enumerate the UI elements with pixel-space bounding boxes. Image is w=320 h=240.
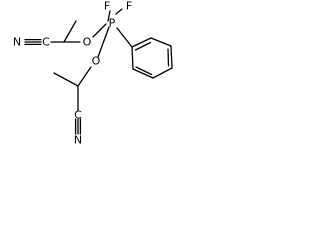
atom-f-right: F (126, 0, 132, 13)
atom-o-bottom: O (92, 55, 101, 68)
ring-double-2 (167, 48, 170, 67)
ring-bond-4 (152, 67, 173, 79)
bond-p-f-right (115, 8, 123, 15)
atom-labels: N C O P F F O C N (13, 0, 132, 147)
bond-p-f-left (107, 10, 111, 22)
ring-bond-5 (132, 68, 154, 79)
atom-p: P (109, 17, 116, 30)
atom-n-top: N (13, 36, 21, 49)
ring-double-3 (135, 66, 153, 76)
ring-bond-1 (131, 37, 152, 48)
bond-p-o-bottom (97, 26, 110, 58)
atom-c-bottom: C (74, 109, 82, 122)
atom-f-left: F (104, 0, 110, 13)
ring-double-1 (134, 41, 152, 51)
bonds (24, 8, 173, 135)
bond-ch-methyl-bottom (53, 72, 79, 87)
atom-o-top: O (83, 36, 92, 49)
bond-ch-methyl-top (63, 20, 77, 43)
atom-n-bottom: N (74, 134, 82, 147)
ring-bond-2 (150, 37, 172, 47)
molecule-structure: N C O P F F O C N (13, 0, 173, 147)
atom-c-top: C (42, 36, 50, 49)
ring-bond-3 (170, 45, 173, 69)
bond-o-p-top (92, 23, 107, 38)
bond-o-ch-bottom (77, 66, 92, 87)
bond-p-phenyl (116, 27, 133, 48)
ring-bond-6 (131, 46, 134, 70)
